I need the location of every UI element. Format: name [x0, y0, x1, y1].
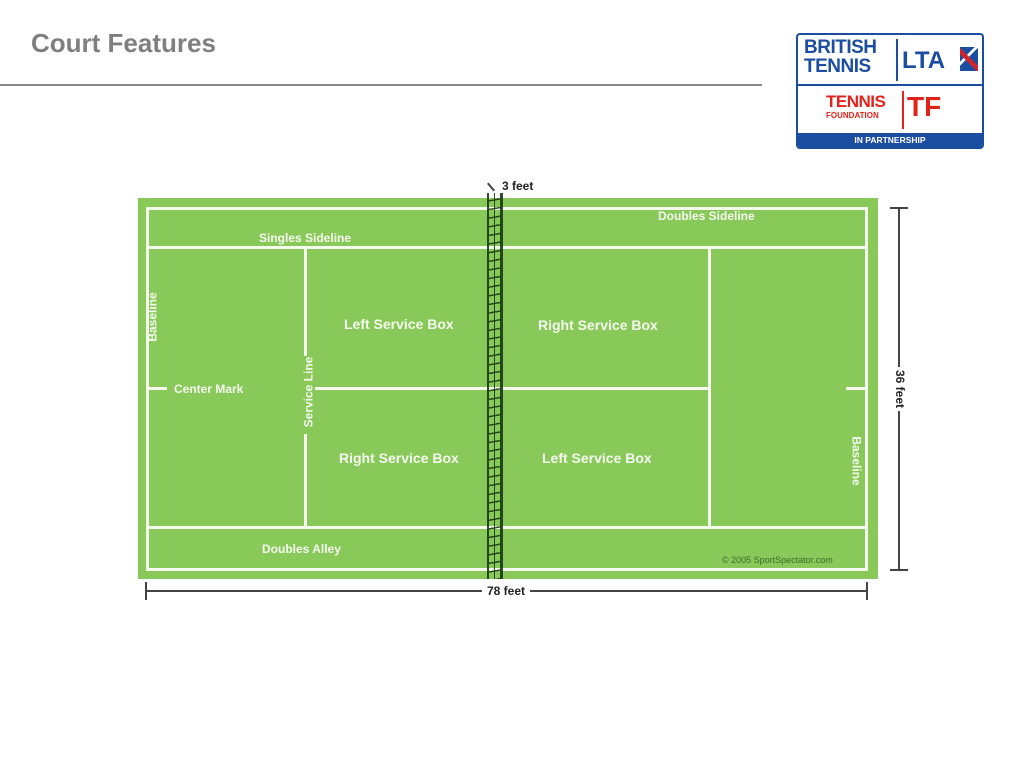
center-mark-right: [846, 387, 866, 390]
service-line-right: [708, 246, 711, 528]
center-mark-left: [149, 387, 167, 390]
center-service-line: [315, 387, 709, 390]
width-dimension-label: 36 feet: [891, 366, 910, 412]
logo-tf: TF: [907, 91, 942, 122]
label-baseline-left: Baseline: [145, 292, 160, 342]
slide-title: Court Features: [31, 28, 216, 58]
net-height-marker: [487, 182, 495, 192]
label-baseline-right: Baseline: [849, 436, 864, 486]
width-dimension-bottom-tick: [890, 569, 908, 571]
singles-sideline-bottom: [146, 526, 868, 529]
service-line-left: [304, 246, 307, 356]
baseline-right: [865, 207, 868, 571]
net: [487, 193, 503, 579]
logo-tennis: TENNIS: [826, 92, 886, 111]
doubles-sideline-top: [146, 207, 868, 210]
length-dimension-right-tick: [866, 582, 868, 600]
label-doubles-alley: Doubles Alley: [262, 542, 341, 556]
label-doubles-sideline: Doubles Sideline: [658, 209, 755, 223]
label-right-service-box: Right Service Box: [339, 450, 459, 466]
label-left-service-box: Left Service Box: [344, 316, 454, 332]
label-right-service-box: Right Service Box: [538, 317, 658, 333]
label-service-line: Service Line: [301, 356, 316, 428]
tennis-court-diagram: Singles Sideline Doubles Sideline Baseli…: [138, 198, 878, 579]
british-tennis-lta-tf-logo: BRITISH TENNIS LTA TENNIS FOUNDATION TF …: [796, 33, 984, 149]
label-left-service-box: Left Service Box: [542, 450, 652, 466]
singles-sideline-top: [146, 246, 868, 249]
baseline-left: [146, 207, 149, 571]
net-height-label: 3 feet: [502, 179, 534, 193]
copyright-notice: © 2005 SportSpectator.com: [722, 555, 833, 565]
label-singles-sideline: Singles Sideline: [259, 231, 352, 245]
doubles-sideline-bottom: [146, 568, 868, 571]
title-divider: [0, 84, 762, 86]
logo-divider: [896, 39, 898, 81]
length-dimension-label: 78 feet: [482, 584, 531, 598]
logo-partnership-banner: IN PARTNERSHIP: [798, 133, 982, 147]
union-flag-icon: [960, 47, 978, 71]
logo-lta: LTA: [902, 47, 946, 74]
label-center-mark: Center Mark: [174, 382, 244, 396]
service-line-left: [304, 434, 307, 528]
logo-british-tennis: BRITISH TENNIS: [804, 37, 877, 77]
logo-foundation: FOUNDATION: [826, 111, 879, 120]
logo-divider: [902, 91, 904, 129]
logo-divider: [798, 84, 982, 86]
